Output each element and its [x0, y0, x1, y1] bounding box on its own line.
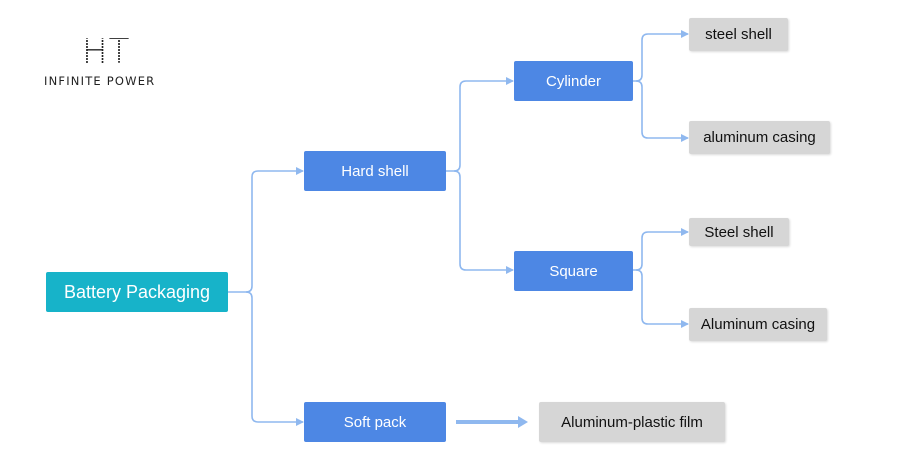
node-square-aluminum-casing: Aluminum casing [689, 308, 827, 341]
node-cylinder-aluminum-casing: aluminum casing [689, 121, 830, 154]
node-battery-packaging: Battery Packaging [46, 272, 228, 312]
node-cylinder: Cylinder [514, 61, 633, 101]
node-hard-shell: Hard shell [304, 151, 446, 191]
node-soft-pack: Soft pack [304, 402, 446, 442]
connector-cylinder-steel [633, 30, 689, 82]
logo-mark: HT [82, 32, 131, 72]
node-square-steel-shell: Steel shell [689, 218, 789, 246]
connector-cylinder-aluminum [635, 80, 689, 142]
connector-root-hard-shell [228, 167, 304, 293]
connector-square-aluminum [635, 269, 689, 328]
node-cylinder-steel-shell: steel shell [689, 18, 788, 51]
node-aluminum-plastic-film: Aluminum-plastic film [539, 402, 725, 442]
logo-text: INFINITE POWER [44, 74, 156, 88]
company-logo: HT INFINITE POWER [44, 34, 176, 90]
connector-root-soft-pack [245, 291, 304, 426]
connector-square-steel [633, 228, 689, 271]
connector-hard-shell-square [453, 170, 514, 274]
node-square: Square [514, 251, 633, 291]
connector-hard-shell-cylinder [446, 77, 514, 172]
